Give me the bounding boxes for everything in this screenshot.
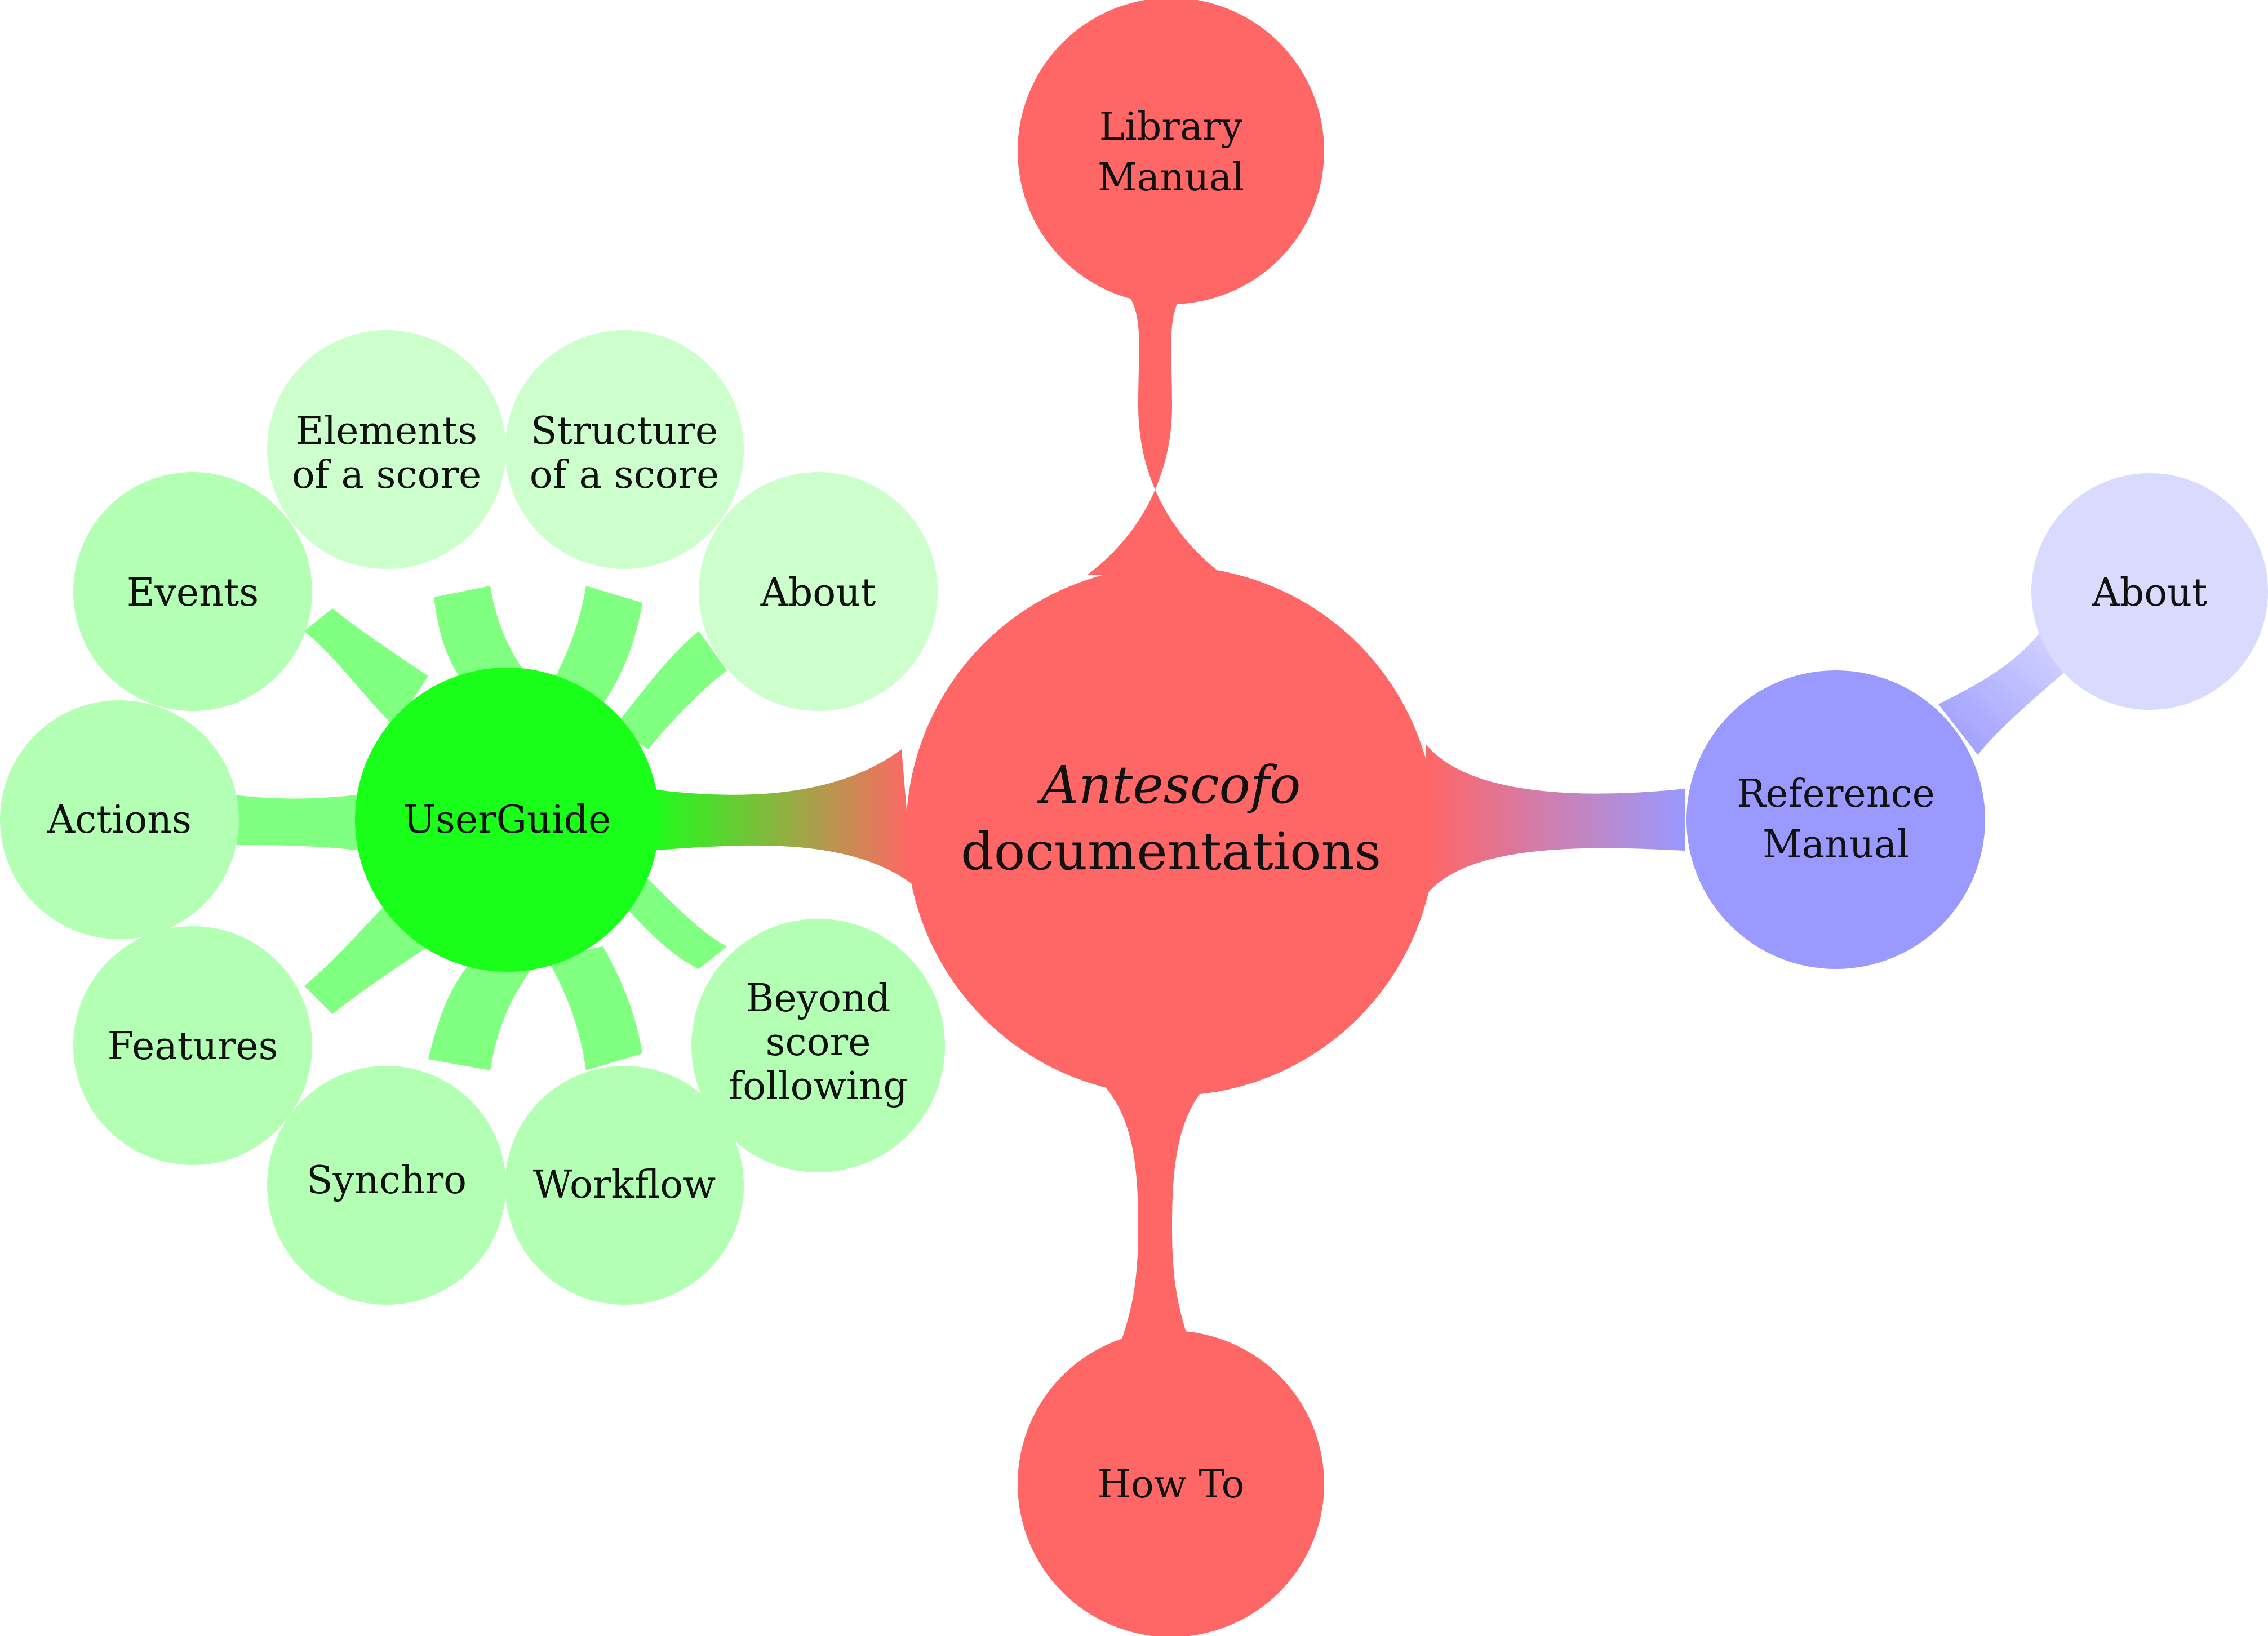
main-nodes [355, 0, 2268, 1636]
beyond-line2: score [766, 1020, 871, 1065]
workflow-label: Workflow [533, 1163, 716, 1207]
actions-label: Actions [47, 798, 192, 842]
connector-root-howto [1088, 1070, 1223, 1341]
beyond-line1: Beyond [746, 976, 891, 1021]
features-label: Features [107, 1024, 278, 1069]
root-title-line1: Antescofo [1037, 755, 1301, 815]
root-title-line2: documentations [961, 821, 1381, 882]
elements-line1: Elements [296, 409, 477, 454]
reference-manual-line2: Manual [1763, 823, 1909, 867]
elements-line2: of a score [292, 453, 482, 497]
userguide-spokes [231, 586, 727, 1070]
node-actions[interactable] [0, 700, 239, 939]
node-library-manual[interactable] [1018, 0, 1324, 304]
node-how-to[interactable] [1018, 1331, 1324, 1636]
structure-line1: Structure [531, 409, 718, 454]
node-userguide[interactable] [355, 668, 659, 972]
library-manual-line2: Manual [1098, 155, 1244, 200]
node-reference-manual[interactable] [1686, 670, 1985, 969]
node-elements-of-a-score[interactable] [267, 330, 506, 569]
node-ref-about[interactable] [2031, 473, 2268, 710]
labels: Antescofo documentations Library Manual … [47, 105, 2207, 1507]
node-ug-about[interactable] [699, 472, 938, 711]
structure-line2: of a score [530, 453, 720, 497]
connector-reference-about [1938, 625, 2074, 755]
userguide-children [0, 330, 945, 1305]
beyond-line3: following [729, 1064, 908, 1109]
node-synchro[interactable] [267, 1066, 506, 1305]
how-to-label: How To [1097, 1462, 1244, 1507]
userguide-label: UserGuide [403, 798, 611, 842]
reference-manual-line1: Reference [1737, 772, 1935, 816]
node-beyond-score-following[interactable] [691, 919, 945, 1172]
node-events[interactable] [73, 472, 312, 711]
connectors [231, 293, 2074, 1341]
library-manual-line1: Library [1099, 105, 1243, 149]
ug-about-label: About [760, 571, 876, 615]
synchro-label: Synchro [307, 1158, 467, 1203]
events-label: Events [127, 571, 259, 615]
node-structure-of-a-score[interactable] [505, 330, 744, 569]
node-root[interactable] [906, 566, 1436, 1096]
node-workflow[interactable] [505, 1066, 744, 1305]
node-features[interactable] [73, 926, 312, 1165]
connector-userguide-root [648, 749, 913, 884]
connector-root-library [1088, 293, 1223, 575]
ref-about-label: About [2092, 571, 2208, 615]
connector-root-reference [1426, 744, 1685, 896]
